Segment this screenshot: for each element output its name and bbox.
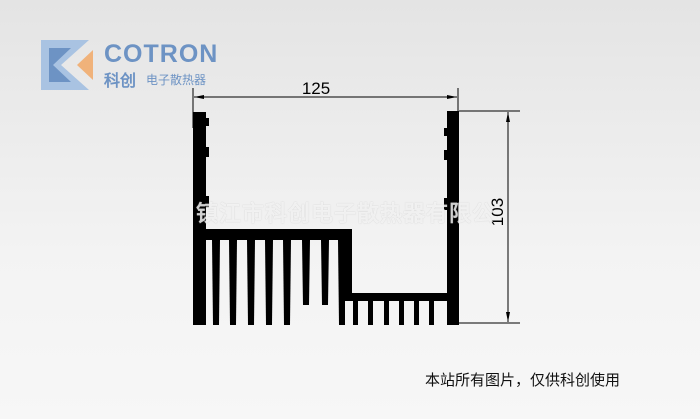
heatsink-profile bbox=[193, 111, 459, 325]
brand-name: COTRON bbox=[104, 40, 219, 68]
usage-caption: 本站所有图片，仅供科创使用 bbox=[425, 371, 621, 389]
dimension-arrows bbox=[194, 95, 510, 322]
brand-name-cn: 科创 bbox=[104, 71, 137, 90]
width-dimension-label: 125 bbox=[302, 79, 330, 98]
cotron-logo-icon bbox=[41, 40, 93, 90]
dimension-lines bbox=[192, 88, 520, 324]
brand-subtitle: 电子散热器 bbox=[146, 73, 207, 87]
height-dimension-label: 103 bbox=[488, 198, 507, 226]
watermark-text: 镇江市科创电子散热器有限公 bbox=[196, 202, 496, 227]
